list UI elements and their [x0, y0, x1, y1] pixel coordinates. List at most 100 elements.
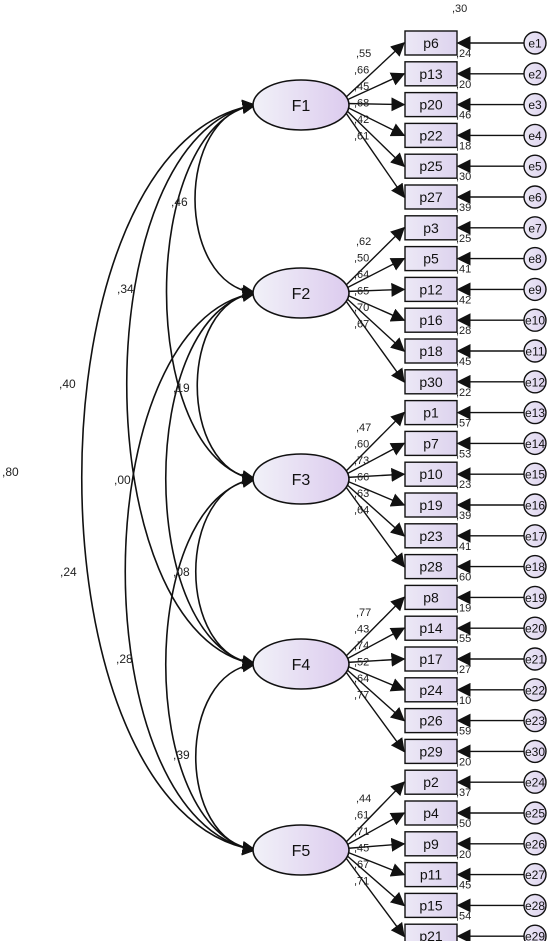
item-label-p24: p24 [419, 682, 443, 698]
item-label-p28: p28 [419, 559, 443, 575]
item-label-p19: p19 [419, 497, 443, 513]
factor-label-f2: F2 [292, 286, 311, 303]
loading-path-p1 [345, 411, 405, 472]
item-box-p5 [404, 245, 458, 272]
item-box-p18 [404, 338, 458, 364]
loading-path-p21 [345, 857, 405, 938]
error-label-e17: e17 [525, 529, 545, 543]
error-circle-e24 [523, 770, 547, 794]
factor-ellipse-f1 [252, 79, 350, 131]
correlation-value-f2-f4: ,00 [114, 473, 131, 487]
loading-path-p15 [345, 853, 406, 907]
correlation-arc-f2-f4 [164, 288, 257, 669]
item-label-p20: p20 [419, 97, 443, 113]
loading-path-p5 [345, 257, 406, 290]
r2-value-p4: ,50 [456, 818, 471, 830]
item-label-p16: p16 [419, 312, 443, 328]
correlation-arc-f2-f5 [124, 288, 257, 855]
error-label-e20: e20 [525, 622, 545, 636]
loading-paths [345, 36, 524, 941]
item-box-p2 [404, 769, 458, 795]
error-label-e24: e24 [525, 776, 545, 790]
correlation-value-f3-f5: ,28 [116, 652, 133, 666]
correlation-value-f2-f5: ,24 [60, 565, 77, 579]
r2-value-p20: ,46 [456, 110, 471, 122]
r2-value-p25: ,30 [456, 171, 471, 183]
loading-path-p14 [345, 627, 406, 661]
error-circle-e27 [523, 862, 547, 887]
r2-value-p8: ,19 [456, 602, 471, 614]
error-label-e28: e28 [525, 899, 545, 913]
error-circle-e4 [523, 123, 547, 148]
error-circle-e29 [523, 924, 547, 941]
loading-value-p14: ,43 [354, 624, 369, 636]
error-label-e2: e2 [528, 67, 542, 81]
r2-value-p28: ,60 [456, 572, 471, 584]
item-box-p30 [404, 369, 458, 395]
item-box-p21 [404, 923, 458, 941]
correlation-value-f1-f3: ,34 [117, 282, 134, 296]
error-label-e29: e29 [525, 930, 545, 941]
factor-label-f4: F4 [292, 657, 311, 674]
loading-path-p10 [345, 467, 406, 482]
item-label-p15: p15 [419, 897, 443, 913]
error-label-e11: e11 [525, 345, 544, 359]
r2-value-p14: ,55 [456, 633, 471, 645]
loading-path-p22 [345, 105, 406, 137]
r2-value-p11: ,45 [456, 880, 471, 892]
item-label-p7: p7 [423, 435, 439, 451]
item-label-p27: p27 [419, 189, 443, 205]
loading-path-p27 [345, 112, 405, 199]
error-circle-e17 [523, 524, 547, 548]
item-label-p5: p5 [423, 251, 439, 267]
item-label-p10: p10 [419, 466, 443, 482]
loading-path-p16 [345, 293, 406, 322]
r2-value-p18: ,45 [456, 356, 471, 368]
error-label-e23: e23 [525, 714, 545, 728]
correlation-arcs [80, 99, 257, 856]
loading-value-p20: ,45 [354, 81, 369, 93]
error-label-e12: e12 [525, 375, 545, 389]
factor-ellipse-f5 [252, 824, 350, 876]
error-circle-e14 [523, 431, 547, 456]
loading-path-p6 [345, 42, 406, 99]
error-label-e3: e3 [528, 98, 542, 112]
loading-path-p25 [345, 108, 406, 168]
correlation-arc-f2-f3 [196, 287, 257, 485]
error-circle-e26 [523, 832, 547, 856]
item-label-p12: p12 [419, 281, 443, 297]
item-box-p10 [404, 461, 458, 487]
item-box-p27 [404, 184, 458, 210]
error-circle-e12 [523, 370, 547, 394]
loading-value-p12: ,64 [354, 269, 369, 281]
loading-path-p29 [345, 671, 405, 753]
loading-value-p17: ,74 [354, 640, 369, 652]
loading-path-p9 [345, 837, 406, 852]
loading-path-p4 [345, 812, 406, 847]
r2-value-p29: ,20 [456, 756, 471, 768]
item-box-p7 [404, 430, 458, 457]
error-circle-e23 [523, 708, 547, 733]
loading-value-p25: ,42 [354, 114, 369, 126]
error-label-e18: e18 [525, 560, 545, 574]
loading-value-p6: ,55 [356, 48, 371, 60]
item-box-p20 [404, 91, 458, 118]
item-box-p16 [404, 307, 458, 333]
error-label-e27: e27 [525, 868, 545, 882]
loading-value-p8: ,77 [356, 607, 371, 619]
item-label-p2: p2 [423, 774, 439, 790]
r2-value-p2: ,37 [456, 787, 471, 799]
item-box-p29 [404, 738, 458, 765]
error-label-e16: e16 [525, 499, 545, 513]
factor-ellipse-f2 [252, 267, 350, 319]
item-label-p30: p30 [419, 374, 443, 390]
error-circle-e11 [523, 339, 547, 363]
error-circle-e7 [523, 216, 547, 240]
error-circle-e21 [523, 647, 547, 671]
error-circle-e22 [523, 678, 547, 702]
item-box-p1 [404, 399, 458, 426]
correlation-arc-f1-f2 [194, 99, 257, 299]
loading-value-p4: ,61 [354, 810, 369, 822]
correlation-value-f4-f5: ,39 [173, 748, 190, 762]
